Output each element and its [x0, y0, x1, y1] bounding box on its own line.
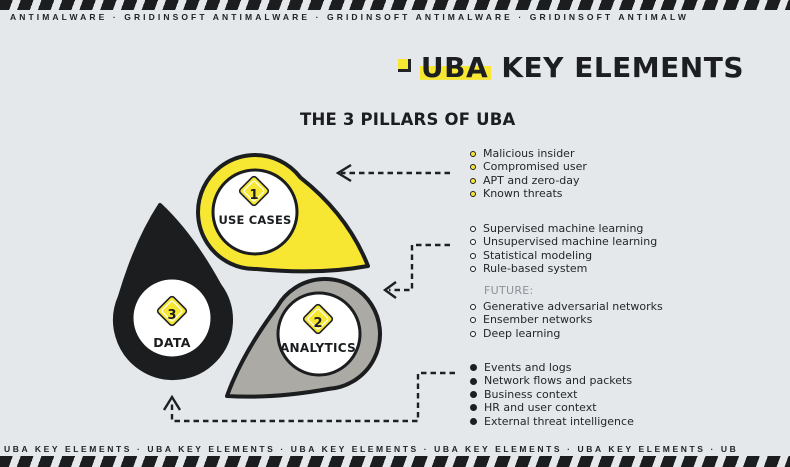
page-title: UBA KEY ELEMENTS [419, 51, 744, 84]
list-item-label: Compromised user [483, 160, 587, 174]
pin-data-number: 3 [167, 308, 176, 323]
hazard-stripes-bottom [0, 456, 790, 467]
list-item: Statistical modeling [470, 249, 657, 262]
list-item: Known threats [470, 187, 587, 200]
list-item: Rule-based system [470, 262, 657, 275]
list-item-label: Unsupervised machine learning [483, 235, 658, 249]
list-item: Unsupervised machine learning [470, 235, 657, 248]
pin-analytics: 2 ANALYTICS [225, 277, 382, 399]
list-analytics: Supervised machine learning Unsupervised… [470, 222, 657, 276]
list-item: APT and zero-day [470, 174, 587, 187]
pin-analytics-diamond-icon [302, 303, 334, 335]
pin-data-diamond-icon [156, 295, 188, 327]
list-item-label: Statistical modeling [483, 248, 593, 262]
pin-use-cases-label: USE CASES [218, 213, 291, 227]
ring-dot-icon [470, 303, 476, 310]
list-item-label: Malicious insider [483, 147, 575, 160]
list-item-label: Network flows and packets [484, 374, 633, 388]
future-label: FUTURE: [484, 284, 534, 297]
list-item: Deep learning [470, 327, 663, 340]
list-item-label: Known threats [483, 187, 563, 201]
ring-dot-icon [470, 239, 476, 246]
yellow-dot-icon [470, 177, 476, 184]
list-item: Malicious insider [470, 147, 587, 160]
list-item: Business context [470, 388, 634, 401]
list-item-label: Deep learning [483, 326, 561, 340]
list-item-label: Rule-based system [483, 262, 588, 276]
pin-use-cases-diamond-icon [238, 175, 270, 207]
hazard-stripes-top [0, 0, 790, 10]
pin-use-cases: 1 USE CASES [196, 153, 370, 274]
arrow-data-icon [162, 371, 455, 423]
ring-dot-icon [470, 317, 476, 324]
list-item: HR and user context [470, 401, 634, 414]
list-analytics-future: Generative adversarial networks Ensember… [470, 300, 663, 340]
list-item: Supervised machine learning [470, 222, 657, 235]
yellow-dot-icon [470, 150, 476, 157]
section-subtitle: THE 3 PILLARS OF UBA [300, 110, 516, 129]
list-item: Network flows and packets [470, 374, 634, 387]
list-use-cases: Malicious insider Compromised user APT a… [470, 147, 587, 201]
ring-dot-icon [470, 265, 476, 272]
list-item: Events and logs [470, 361, 634, 374]
list-item-label: Ensember networks [483, 313, 593, 327]
title-rest: KEY ELEMENTS [501, 51, 744, 84]
list-item-label: Events and logs [484, 361, 572, 374]
list-item: Generative adversarial networks [470, 300, 663, 313]
pin-data-label: DATA [153, 335, 191, 350]
list-item-label: External threat intelligence [484, 414, 634, 428]
solid-dot-icon [470, 364, 477, 372]
arrow-use-cases-icon [335, 163, 450, 183]
bottom-banner-text: UBA KEY ELEMENTS · UBA KEY ELEMENTS · UB… [4, 444, 739, 454]
arrow-analytics-icon [382, 243, 450, 299]
list-data: Events and logs Network flows and packet… [470, 361, 634, 428]
list-item-label: Supervised machine learning [483, 222, 644, 235]
list-item: Compromised user [470, 160, 587, 173]
pin-analytics-number: 2 [313, 316, 322, 331]
solid-dot-icon [470, 404, 477, 412]
ring-dot-icon [470, 225, 476, 232]
list-item-label: Business context [484, 387, 578, 401]
list-item: External threat intelligence [470, 415, 634, 428]
title-highlighted-word: UBA [419, 51, 492, 84]
yellow-dot-icon [470, 164, 476, 171]
ring-dot-icon [470, 252, 476, 259]
list-item-label: Generative adversarial networks [483, 300, 663, 313]
pin-use-cases-inner-circle [211, 168, 299, 256]
page-title-row: UBA KEY ELEMENTS [397, 51, 744, 84]
list-item-label: APT and zero-day [483, 173, 580, 187]
pin-data: 3 DATA [113, 203, 233, 380]
list-item: Ensember networks [470, 313, 663, 326]
yellow-square-bullet-icon [397, 59, 411, 72]
ring-dot-icon [470, 330, 476, 337]
pin-analytics-label: ANALYTICS [280, 341, 356, 355]
solid-dot-icon [470, 377, 477, 385]
top-banner-text: ANTIMALWARE · GRIDINSOFT ANTIMALWARE · G… [10, 12, 689, 22]
yellow-dot-icon [470, 190, 476, 197]
solid-dot-icon [470, 391, 477, 399]
pin-use-cases-number: 1 [249, 188, 258, 203]
solid-dot-icon [470, 417, 477, 425]
list-item-label: HR and user context [484, 401, 597, 415]
